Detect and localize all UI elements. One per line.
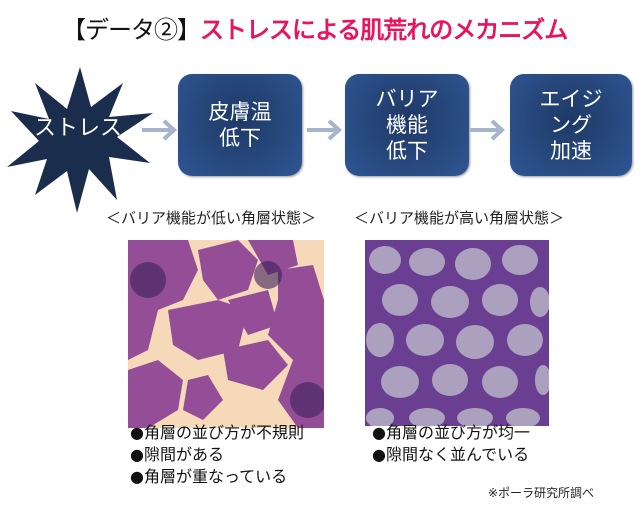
title-prefix: 【データ②】 <box>62 16 201 44</box>
bullet-item: ●隙間なく並んでいる <box>372 445 530 464</box>
arrow-icon <box>142 119 177 141</box>
bullet-item: ●隙間がある <box>130 445 224 464</box>
bullet-item: ●角層の並び方が不規則 <box>130 423 304 442</box>
arrow-icon <box>470 119 505 141</box>
flow-start-stress: ストレス <box>33 116 122 141</box>
starburst-shape <box>7 67 153 213</box>
low-barrier-bullets: ●角層の並び方が不規則 ●隙間がある ●角層が重なっている <box>130 422 304 488</box>
flow-step-aging: エイジ ング 加速 <box>510 74 632 176</box>
arrow-icon <box>307 119 342 141</box>
flow-step-skin-temp: 皮膚温 低下 <box>178 74 302 176</box>
micrograph-low-barrier <box>128 240 324 428</box>
bullet-item: ●角層の並び方が均一 <box>372 423 530 442</box>
caption-low-barrier: ＜バリア機能が低い角層状態＞ <box>106 209 317 227</box>
micrograph-high-barrier <box>365 240 549 426</box>
caption-high-barrier: ＜バリア機能が高い角層状態＞ <box>354 209 565 227</box>
source-footnote: ※ポーラ研究所調べ <box>488 486 595 500</box>
bullet-item: ●角層が重なっている <box>130 467 288 486</box>
high-barrier-bullets: ●角層の並び方が均一 ●隙間なく並んでいる <box>372 422 530 466</box>
flow-step-barrier: バリア 機能 低下 <box>345 74 469 176</box>
title-main: ストレスによる肌荒れのメカニズム <box>200 16 568 44</box>
page-title: 【データ②】ストレスによる肌荒れのメカニズム <box>62 10 568 45</box>
